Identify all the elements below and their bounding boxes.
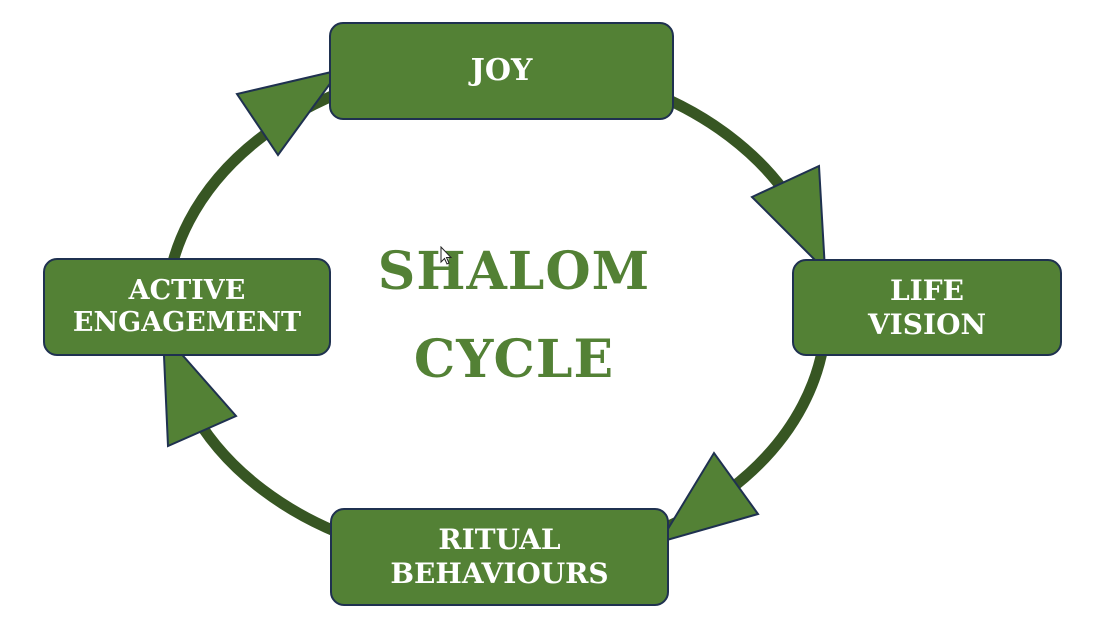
node-active-engagement-line-1: ACTIVE bbox=[128, 274, 246, 306]
arrow-to-life-vision bbox=[750, 164, 827, 273]
node-ritual-behaviours-line-1: RITUAL bbox=[438, 523, 561, 557]
node-joy: JOY bbox=[329, 22, 674, 120]
diagram-center-title: SHALOM CYCLE bbox=[334, 228, 694, 404]
node-ritual-behaviours-line-2: BEHAVIOURS bbox=[390, 557, 609, 590]
mouse-pointer-icon bbox=[440, 246, 452, 265]
arrow-to-active-engagement bbox=[161, 330, 238, 448]
node-active-engagement: ACTIVE ENGAGEMENT bbox=[43, 258, 331, 356]
center-title-line-1: SHALOM bbox=[377, 241, 651, 302]
node-joy-line-1: JOY bbox=[470, 53, 533, 88]
node-life-vision-line-2: VISION bbox=[867, 307, 987, 341]
arrow-to-joy bbox=[235, 68, 343, 157]
node-ritual-behaviours: RITUAL BEHAVIOURS bbox=[330, 508, 669, 606]
node-active-engagement-line-2: ENGAGEMENT bbox=[72, 307, 302, 338]
center-title-line-2: CYCLE bbox=[413, 329, 615, 390]
arrow-to-ritual-behaviours bbox=[657, 451, 760, 544]
node-life-vision-line-1: LIFE bbox=[889, 273, 964, 307]
node-life-vision: LIFE VISION bbox=[792, 259, 1062, 356]
